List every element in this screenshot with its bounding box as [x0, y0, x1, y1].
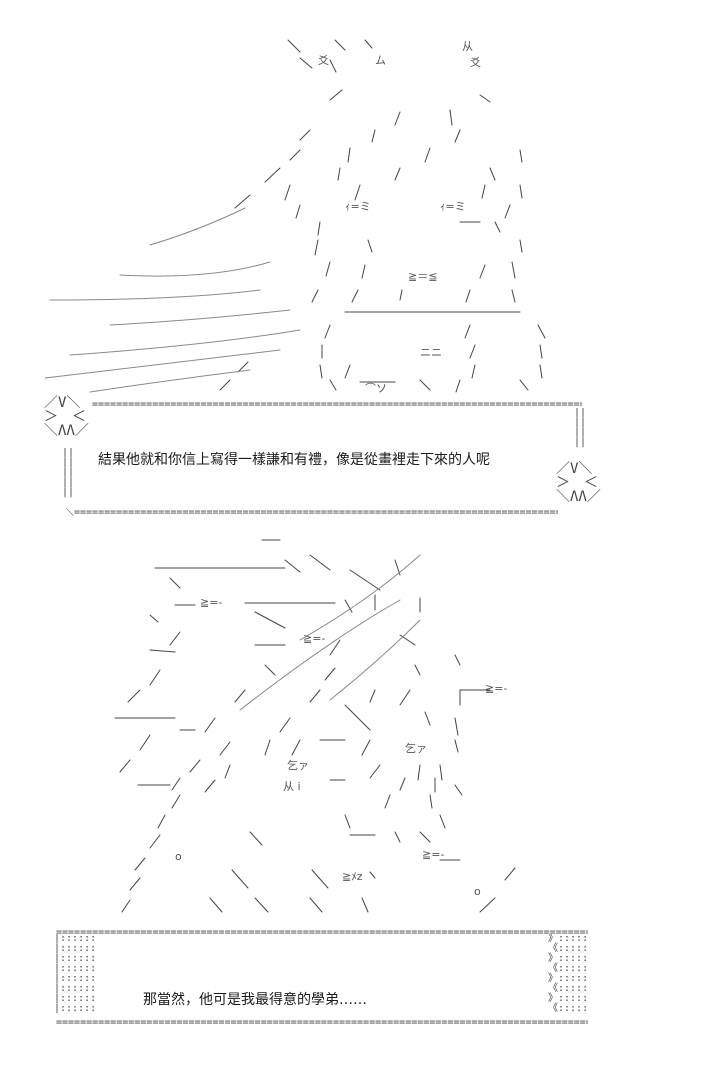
frame-corner-ornament: ／V＼ ＞ ＜ ＼ΛΛ／: [556, 461, 601, 505]
frame-left-border: |:::::::《 |:::::::》 |:::::::《 |:::::::》 …: [54, 934, 94, 1014]
frame-corner-ornament: ／V＼ ＞ ＜ ＼ΛΛ／: [44, 395, 89, 439]
frame-bottom-border: ========================================…: [56, 1018, 588, 1028]
top-figure-lines: [44, 39, 546, 393]
frame-right-border: || || || ||: [574, 408, 584, 448]
art-glyph: 从 i: [283, 780, 301, 793]
art-glyph: 乞ァ: [287, 759, 309, 772]
art-glyph: ≧＝≦: [408, 270, 438, 283]
art-glyph: ≧=-: [303, 632, 326, 645]
bottom-figure-lines: [114, 539, 516, 913]
art-glyph: ｨ=ミ: [440, 200, 466, 213]
art-glyph: 爻: [470, 56, 481, 69]
art-glyph: ≧=-: [422, 848, 445, 861]
art-glyph: ≧=-: [200, 596, 223, 609]
art-glyph: 从: [462, 40, 473, 53]
art-glyph: ≧ﾒz: [342, 870, 363, 883]
art-glyph: o: [175, 850, 182, 863]
art-glyph: 爻: [318, 54, 329, 67]
art-glyph: ｨ=ミ: [345, 200, 371, 213]
frame-right-border: 》:::::::| 《:::::::| 》:::::::| 《:::::::| …: [548, 934, 588, 1014]
frame-bottom-border: ＼=======================================…: [64, 508, 558, 518]
art-glyph: o: [474, 885, 481, 898]
art-glyph: ム: [375, 54, 386, 67]
art-glyph: ニニ: [420, 346, 442, 359]
frame-top-border: ========================================…: [56, 928, 588, 938]
dialog-text: 那當然，他可是我最得意的學弟……: [143, 992, 367, 1008]
frame-top-border: ========================================…: [92, 400, 582, 410]
art-glyph: ⌒ソ: [365, 382, 387, 395]
dialog-text: 結果他就和你信上寫得一樣謙和有禮，像是從畫裡走下來的人呢: [98, 452, 490, 468]
art-glyph: 乞ァ: [405, 742, 427, 755]
art-glyph: ≧=-: [485, 682, 508, 695]
frame-left-border: || || || || ||: [62, 448, 72, 498]
